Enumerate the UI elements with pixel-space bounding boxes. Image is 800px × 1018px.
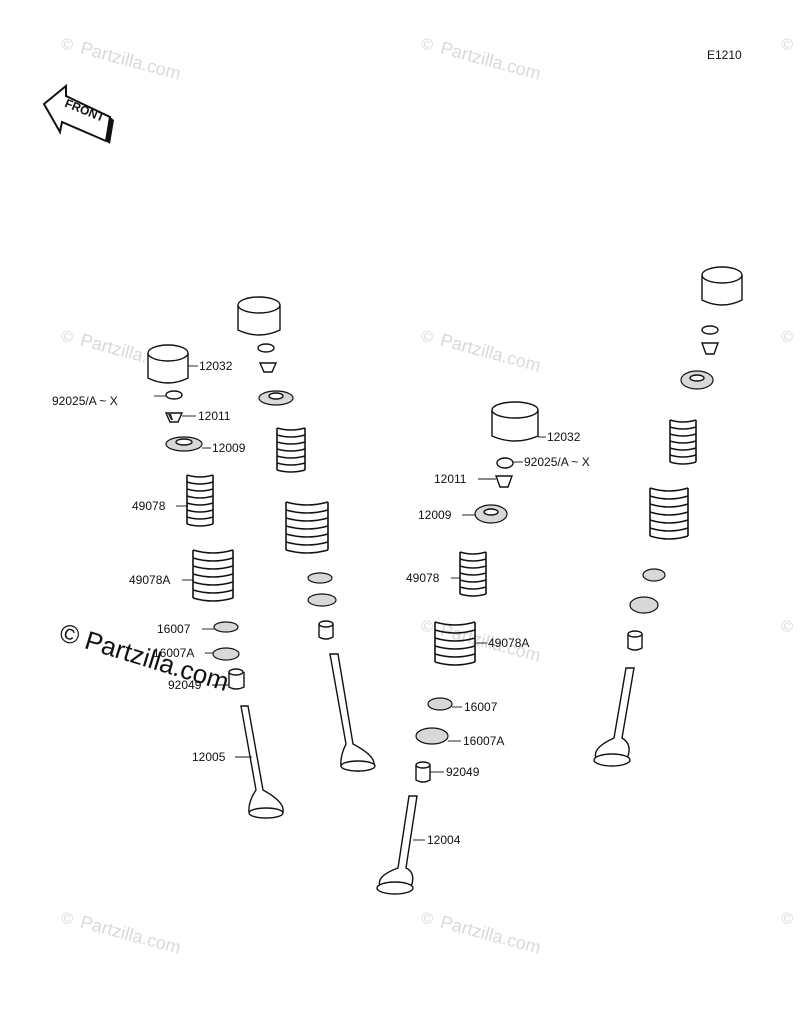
watermark-text: Partzilla.com: [438, 912, 543, 958]
right-collet: [495, 475, 513, 488]
watermark-text: Partzilla.com: [78, 912, 183, 958]
part-labels: 12032 92025/A ~ X 12011 12009 49078 4907…: [52, 359, 590, 847]
far-right-valve: [593, 667, 635, 767]
far-right-outer-spring: [649, 487, 689, 540]
left-spring-seat: [213, 621, 239, 633]
label-92049-left: 92049: [168, 678, 202, 692]
far-right-stem-seal: [627, 630, 643, 651]
right-retainer: [474, 504, 508, 524]
mid-left-inner-spring: [276, 427, 306, 473]
far-right-tappet: [701, 266, 743, 306]
mid-left-collet: [258, 362, 278, 373]
mid-left-spring-seat: [307, 572, 333, 584]
label-16007A-left: 16007A: [153, 646, 194, 660]
mid-left-spring-seat-a: [307, 593, 337, 607]
label-92049-right: 92049: [446, 765, 480, 779]
label-12009-left: 12009: [212, 441, 246, 455]
left-tappet: [147, 344, 189, 384]
watermark-layer: ©Partzilla.com ©Partzilla.com © ©Partzil…: [59, 35, 795, 958]
watermark-symbol: ©: [419, 617, 435, 637]
watermark-symbol: ©: [419, 327, 435, 347]
watermark-symbol: ©: [779, 327, 795, 347]
label-12032-left: 12032: [199, 359, 233, 373]
far-right-collet: [701, 342, 719, 355]
label-49078-left: 49078: [132, 499, 166, 513]
watermark-symbol: ©: [779, 909, 795, 929]
label-12032-right: 12032: [547, 430, 581, 444]
label-12011-right: 12011: [434, 472, 467, 486]
left-inner-spring: [186, 474, 214, 527]
watermark-symbol: ©: [59, 909, 75, 929]
right-outer-spring: [434, 621, 476, 666]
label-16007-left: 16007: [157, 622, 191, 636]
front-arrow-icon: FRONT: [42, 83, 114, 144]
label-49078-right: 49078: [406, 571, 440, 585]
mid-left-shim: [257, 343, 275, 353]
watermark-symbol: ©: [419, 35, 435, 55]
watermark-symbol: ©: [779, 35, 795, 55]
leader-lines: [154, 365, 546, 841]
label-12009-right: 12009: [418, 508, 452, 522]
right-tappet: [491, 401, 539, 442]
label-12011-left: 12011: [198, 409, 231, 423]
label-92025-right: 92025/A ~ X: [524, 455, 590, 469]
diagram-code: E1210: [707, 48, 742, 62]
label-92025-left: 92025/A ~ X: [52, 394, 118, 408]
watermark-text: Partzilla.com: [438, 38, 543, 84]
watermark-text: Partzilla.com: [78, 38, 183, 84]
mid-left-stem-seal: [318, 620, 334, 640]
left-collet: [164, 412, 184, 423]
mid-left-tappet: [237, 296, 281, 336]
label-16007-right: 16007: [464, 700, 498, 714]
far-right-inner-spring: [669, 419, 697, 465]
label-12004: 12004: [427, 833, 461, 847]
far-right-shim: [701, 325, 719, 335]
far-right-spring-seat: [642, 568, 666, 582]
label-49078A-left: 49078A: [129, 573, 170, 587]
right-spring-seat: [427, 697, 453, 711]
watermark-text: Partzilla.com: [438, 330, 543, 376]
right-inner-spring: [459, 551, 487, 597]
right-valve: [376, 795, 418, 895]
right-shim: [496, 457, 514, 469]
left-valve: [240, 705, 284, 819]
watermark-symbol: ©: [419, 909, 435, 929]
label-49078A-right: 49078A: [488, 636, 529, 650]
left-stem-seal: [228, 668, 245, 690]
left-outer-spring: [192, 549, 234, 602]
right-stem-seal: [415, 761, 431, 783]
far-right-spring-seat-a: [629, 596, 659, 614]
label-16007A-right: 16007A: [463, 734, 504, 748]
far-right-retainer: [680, 370, 714, 390]
left-retainer: [165, 436, 203, 452]
left-shim: [165, 390, 183, 400]
mid-left-retainer: [258, 390, 294, 406]
left-spring-seat-a: [212, 647, 240, 661]
watermark-symbol: ©: [59, 35, 75, 55]
label-12005: 12005: [192, 750, 226, 764]
right-spring-seat-a: [415, 727, 449, 745]
mid-left-outer-spring: [285, 501, 329, 554]
mid-left-valve: [329, 653, 376, 772]
watermark-symbol: ©: [779, 617, 795, 637]
watermark-symbol: ©: [59, 327, 75, 347]
